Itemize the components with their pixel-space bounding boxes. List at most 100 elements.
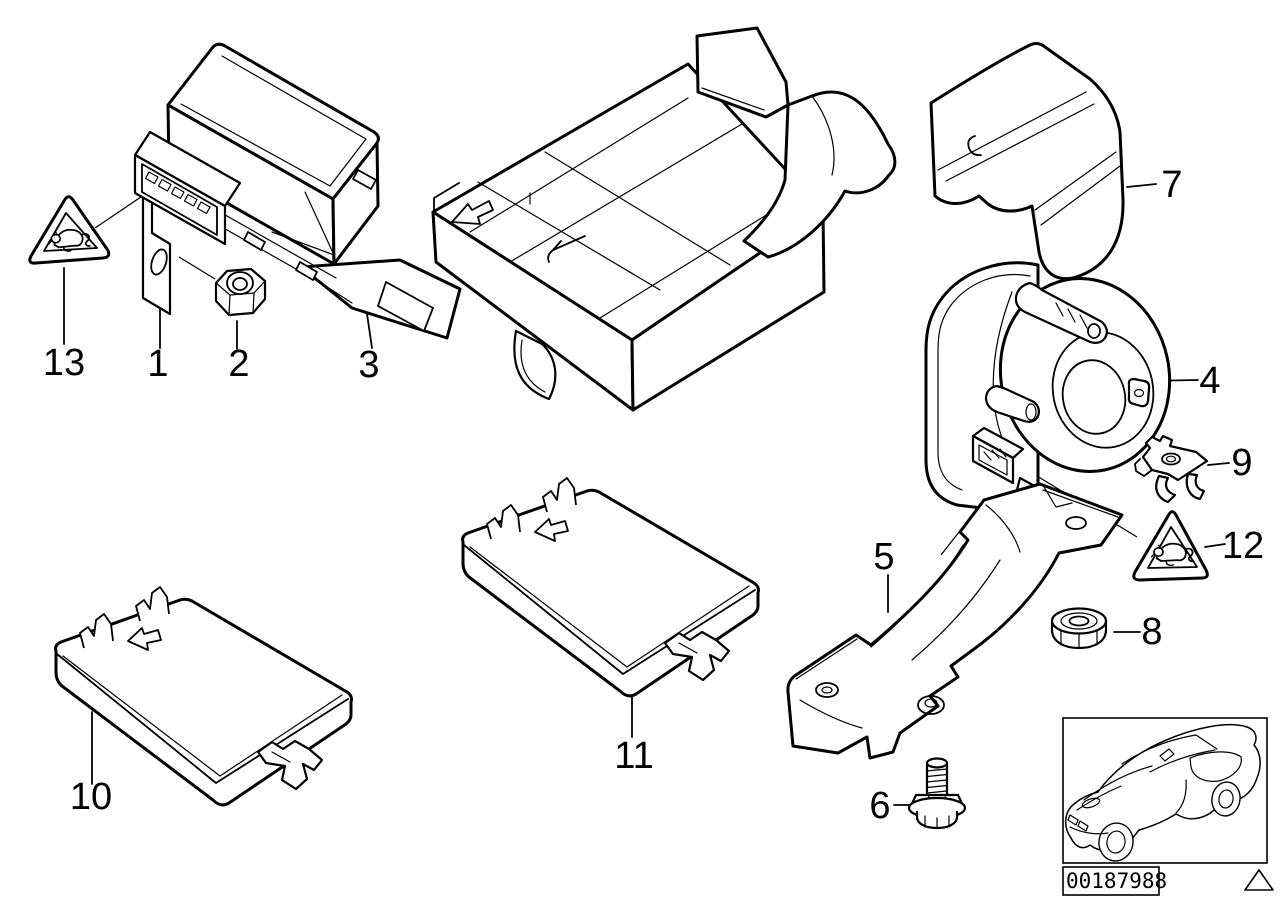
callout-4[interactable]: 4 xyxy=(1199,360,1220,402)
part-5-bracket xyxy=(786,482,1124,760)
clip-left-tab xyxy=(1134,458,1153,477)
foam-fold-line xyxy=(477,181,661,291)
car-rear-wheel xyxy=(1211,781,1241,817)
leader-9 xyxy=(1207,462,1230,466)
callout-6[interactable]: 6 xyxy=(869,785,890,827)
nut-top xyxy=(1050,607,1108,635)
callout-11[interactable]: 11 xyxy=(614,735,653,777)
bracket-foot-hole xyxy=(815,682,839,698)
bracket-notch xyxy=(1043,486,1073,508)
car-front-wheel xyxy=(1098,822,1134,862)
bracket-oval-hole xyxy=(150,248,168,276)
callout-13[interactable]: 13 xyxy=(43,342,85,384)
callout-8[interactable]: 8 xyxy=(1141,611,1162,653)
foam-fold-line xyxy=(544,151,731,266)
siren-opening-inner xyxy=(1061,359,1127,435)
foam-wing-crease xyxy=(811,95,835,176)
car-grille xyxy=(1067,814,1089,832)
corner-triangle-icon xyxy=(1244,869,1274,891)
car-front-wheel-inner xyxy=(1106,830,1126,854)
bolt-threads xyxy=(926,768,948,794)
clip-leg xyxy=(1185,472,1206,501)
nut-body xyxy=(214,267,267,317)
hook-arrow-icon xyxy=(547,235,586,263)
ecu-top-face-edge xyxy=(56,653,349,784)
ecu-top-inset xyxy=(62,655,343,777)
bracket-top-hole xyxy=(1065,516,1087,530)
module-side-tab xyxy=(352,169,377,190)
ecu-clip xyxy=(135,586,170,622)
car-thumbnail: 00187988 xyxy=(1062,717,1268,896)
callout-7[interactable]: 7 xyxy=(1161,164,1182,206)
callout-1[interactable]: 1 xyxy=(147,343,168,385)
part-3-sound-insulation xyxy=(299,26,897,412)
foam-fold-line xyxy=(469,97,689,233)
bracket-center-boss xyxy=(917,695,945,715)
clip-hole-inner xyxy=(1165,455,1177,463)
siren-connector-hatch xyxy=(983,448,1007,461)
siren-handle-hole xyxy=(1087,323,1101,339)
bracket-flange-line xyxy=(795,638,858,680)
cover-body xyxy=(929,42,1125,280)
warning-triangle-12 xyxy=(1132,510,1209,582)
module-foot xyxy=(243,231,266,251)
callout-2[interactable]: 2 xyxy=(228,343,249,385)
bracket-flange-line xyxy=(870,544,964,648)
ecu-arrow-icon xyxy=(127,627,162,651)
foam-wedge-cutout xyxy=(377,281,434,332)
nut-hole xyxy=(1068,615,1090,627)
callout-12[interactable]: 12 xyxy=(1222,525,1264,567)
part-1-control-module xyxy=(133,42,380,316)
bolt-tip xyxy=(925,757,949,769)
car-mirror xyxy=(1159,748,1175,762)
part-10-ecu-module xyxy=(54,586,353,807)
callout-5[interactable]: 5 xyxy=(873,536,894,578)
bracket-foot-edge xyxy=(799,699,863,729)
siren-plate-inset xyxy=(937,274,1031,491)
car-hood-line xyxy=(1076,765,1153,811)
siren-tab-hole xyxy=(1133,388,1145,398)
ecu-module-copy xyxy=(461,476,760,698)
cover-fold-line xyxy=(937,91,1087,171)
callout-labels: 1 2 3 4 5 6 7 8 9 10 11 12 13 xyxy=(43,164,1264,827)
cover-fold-line xyxy=(1040,165,1121,226)
siren-handle-hatch xyxy=(1055,302,1088,329)
direction-arrow-icon xyxy=(451,200,494,225)
bracket-crease xyxy=(911,559,1001,661)
part-2-hex-nut xyxy=(214,267,267,317)
warning-triangle-13 xyxy=(28,195,111,265)
connector-pin-slots xyxy=(144,171,211,215)
module-front-shading xyxy=(271,191,335,256)
part-8-plastic-nut xyxy=(1050,607,1108,650)
callout-3[interactable]: 3 xyxy=(358,344,379,386)
callout-9[interactable]: 9 xyxy=(1231,442,1252,484)
car-headlight xyxy=(1081,797,1101,809)
cover-hook-detail xyxy=(967,135,982,157)
foam-right-face xyxy=(630,208,826,412)
part-9-clip-nut xyxy=(1134,434,1209,504)
bolt-collar-facets xyxy=(924,815,950,829)
leader-7 xyxy=(1126,183,1157,188)
siren-connector-inner xyxy=(978,444,1008,476)
foam-top-flap-crease xyxy=(701,87,765,111)
foam-fold-line xyxy=(509,123,743,263)
car-side-window xyxy=(1189,751,1242,782)
bracket-flange-line xyxy=(1042,489,1119,518)
cover-fold-line xyxy=(945,103,1095,182)
nut-collar xyxy=(226,271,254,295)
clip-hole xyxy=(1161,452,1181,466)
bracket-foot-hole-inner xyxy=(821,686,833,694)
bracket-flange-curve xyxy=(985,504,1021,553)
leader-12 xyxy=(1204,543,1226,548)
ecu-clip xyxy=(79,613,114,649)
part-11-ecu-module xyxy=(461,476,760,698)
callout-10[interactable]: 10 xyxy=(70,776,112,818)
foam-corner-step xyxy=(433,182,460,213)
ecu-fir-tab-line xyxy=(271,751,291,763)
car-door-line xyxy=(1175,779,1187,814)
car-windshield xyxy=(1121,734,1218,773)
part-7-cover xyxy=(929,42,1125,280)
nut-thread-hole xyxy=(232,277,248,291)
